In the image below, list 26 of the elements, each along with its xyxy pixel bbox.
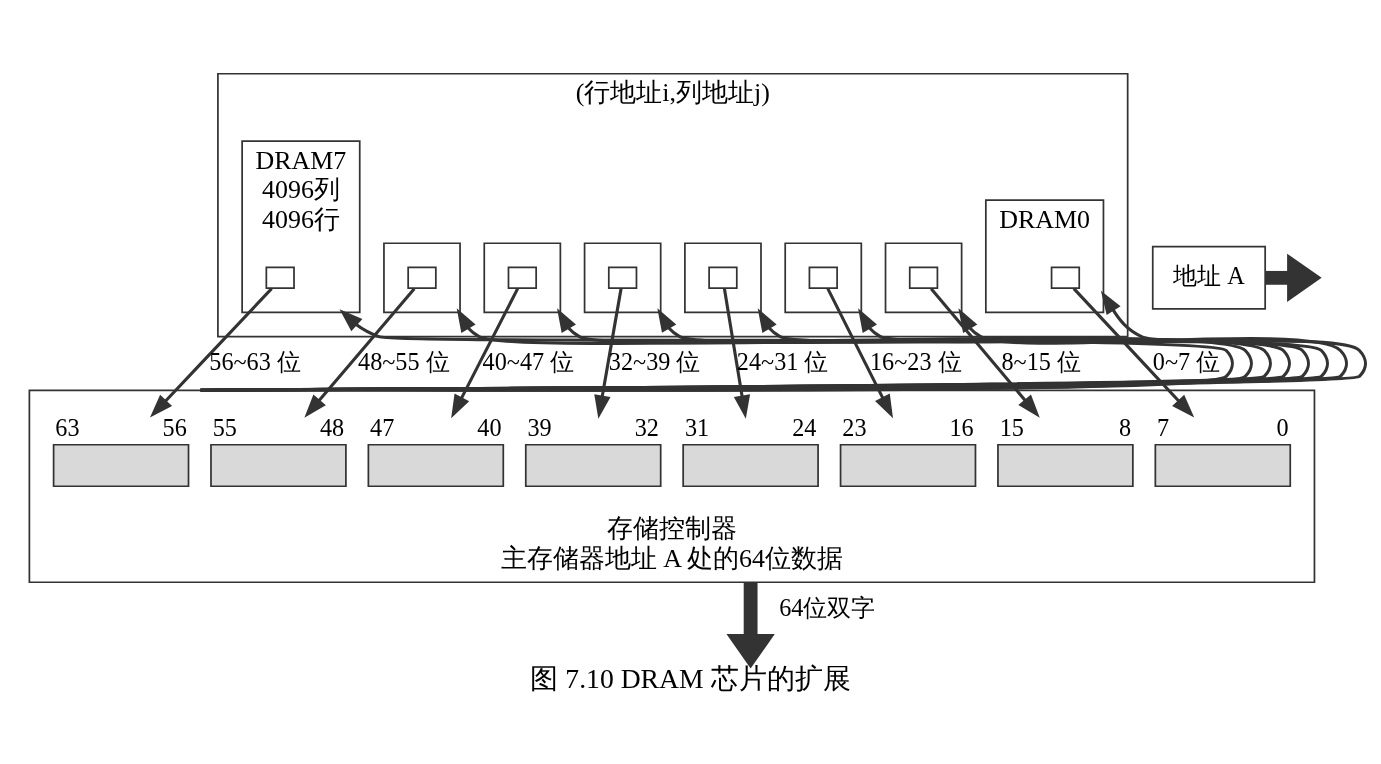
edge-label: 48~55 位	[358, 347, 450, 375]
node-label: 15	[999, 414, 1024, 442]
node-label: 0	[1276, 414, 1289, 442]
edge-label: 24~31 位	[736, 347, 829, 375]
edge-label: 8~15 位	[1001, 347, 1081, 375]
edge-label: 0~7 位	[1152, 347, 1221, 375]
node-label: 47	[370, 414, 395, 442]
node-label: 16	[949, 414, 974, 442]
node-label: 55	[212, 414, 237, 442]
node-label: 40	[477, 414, 502, 442]
node-label: 8	[1119, 414, 1132, 442]
edge-label: 64位双字	[779, 594, 876, 622]
node-label: 48	[319, 414, 345, 442]
edge-label: 32~39 位	[608, 347, 701, 375]
node-label: 7	[1157, 414, 1170, 442]
edge-label: 40~47 位	[482, 347, 575, 375]
node-label: 31	[684, 414, 710, 442]
node-label: 24	[792, 414, 817, 442]
node-label: 63	[55, 414, 80, 442]
caption: 图 7.10 DRAM 芯片的扩展	[530, 663, 851, 695]
edge-label: 56~63 位	[209, 347, 301, 375]
node-label: 39	[527, 414, 552, 442]
edge-label: 16~23 位	[870, 347, 962, 375]
node-label: 23	[842, 414, 867, 442]
node-label: 56	[162, 414, 187, 442]
node-label: 32	[634, 414, 659, 442]
